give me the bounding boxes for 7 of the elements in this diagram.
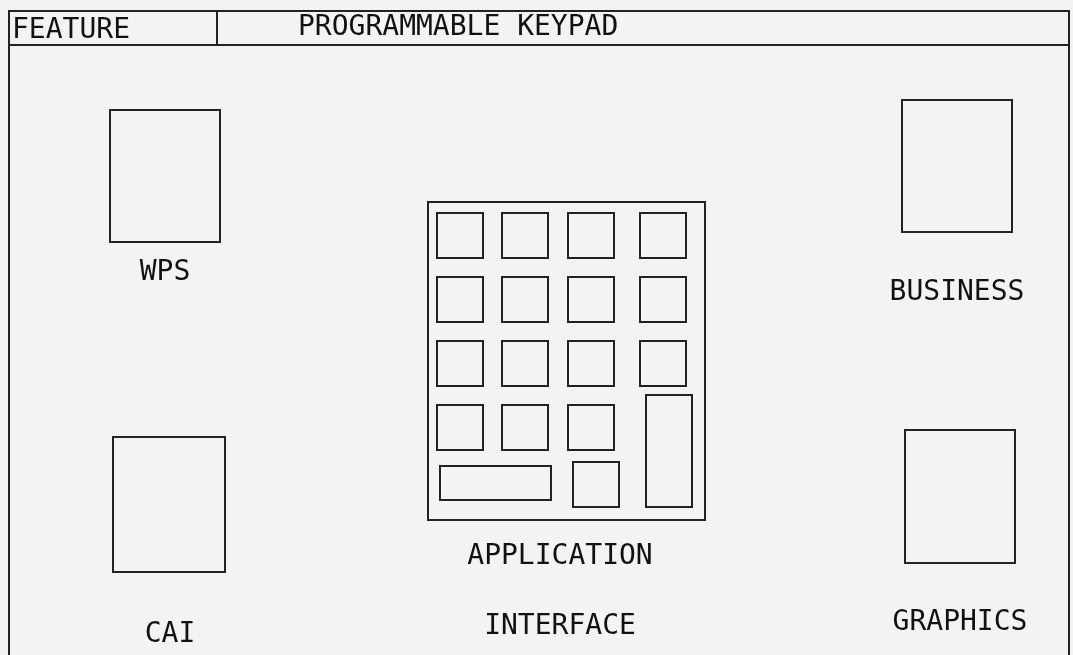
keypad-caption: APPLICATION INTERFACE (466, 537, 654, 643)
header-title: PROGRAMMABLE KEYPAD (298, 10, 619, 42)
header-cell-text: FEATURE (12, 13, 130, 45)
panel-caption: GRAPHICS (891, 603, 1029, 639)
panel-caption: WPS (138, 253, 192, 289)
panel-caption: CAI (143, 615, 197, 651)
panel-caption: BUSINESS (888, 273, 1026, 309)
